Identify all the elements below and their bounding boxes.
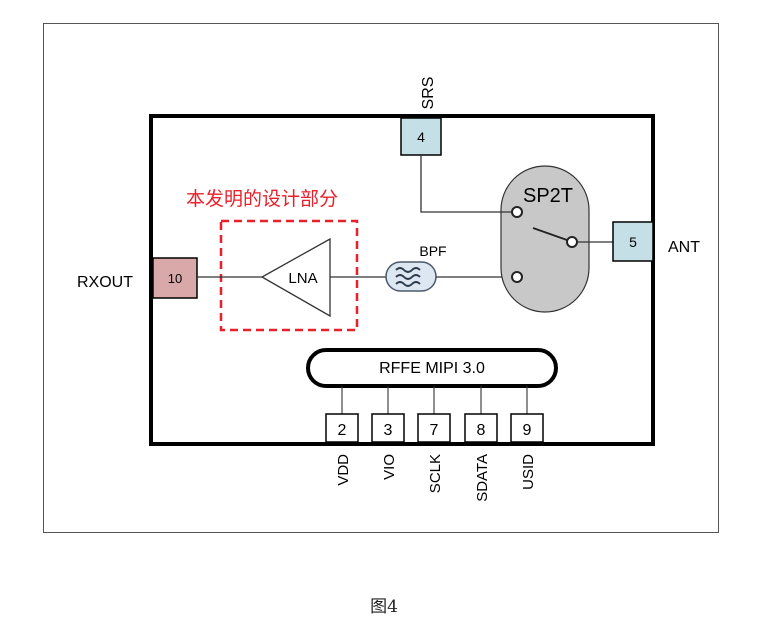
switch-arm (532, 227, 568, 241)
pin-sclk: 7 SCLK (417, 413, 451, 493)
wire-srs-switch (420, 155, 513, 213)
pin-srs-name: SRS (420, 77, 437, 110)
pin-usid-number: 9 (523, 422, 532, 439)
pin-sclk-number: 7 (430, 422, 439, 439)
lna-label: LNA (288, 270, 317, 287)
bpf-wave-icon (395, 267, 421, 287)
rffe-mipi-label: RFFE MIPI 3.0 (379, 360, 485, 377)
pin-vdd-box (325, 413, 359, 443)
sp2t-switch (500, 165, 590, 313)
pin-usid: 9 USID (510, 413, 544, 490)
pin-ant-name: ANT (668, 239, 700, 256)
pin-vio-box (371, 413, 405, 443)
rffe-mipi-bus (306, 348, 558, 388)
figure-caption: 图4 (370, 597, 398, 617)
pin-usid-box (510, 413, 544, 443)
figure-frame (43, 23, 719, 533)
bus-wires (341, 386, 528, 414)
pin-sdata-box (464, 413, 498, 443)
design-region-box (219, 219, 359, 332)
switch-port-upper (511, 206, 523, 218)
pin-ant-box (612, 221, 654, 262)
pin-vdd-name: VDD (335, 454, 352, 486)
pin-sclk-box (417, 413, 451, 443)
pin-sdata-number: 8 (477, 422, 486, 439)
pin-srs-number: 4 (417, 129, 425, 145)
bpf-filter (385, 261, 437, 292)
pin-vio-number: 3 (384, 422, 393, 439)
pin-ant-number: 5 (629, 234, 637, 250)
pin-sdata-name: SDATA (474, 454, 491, 502)
pin-vdd: 2 VDD (325, 413, 359, 486)
pin-vio-name: VIO (381, 454, 398, 480)
pin-rxout-name: RXOUT (77, 274, 133, 291)
design-region-label: 本发明的设计部分 (186, 188, 338, 210)
pin-vio: 3 VIO (371, 413, 405, 480)
pin-rxout-number: 10 (168, 271, 182, 286)
switch-port-common (566, 236, 578, 248)
switch-port-lower (511, 271, 523, 283)
pin-sclk-name: SCLK (427, 454, 444, 493)
pin-vdd-number: 2 (338, 422, 347, 439)
sp2t-label: SP2T (523, 185, 573, 207)
bpf-label: BPF (419, 243, 446, 259)
pin-sdata: 8 SDATA (464, 413, 498, 502)
pin-usid-name: USID (520, 454, 537, 490)
pin-rxout-box (152, 257, 198, 299)
